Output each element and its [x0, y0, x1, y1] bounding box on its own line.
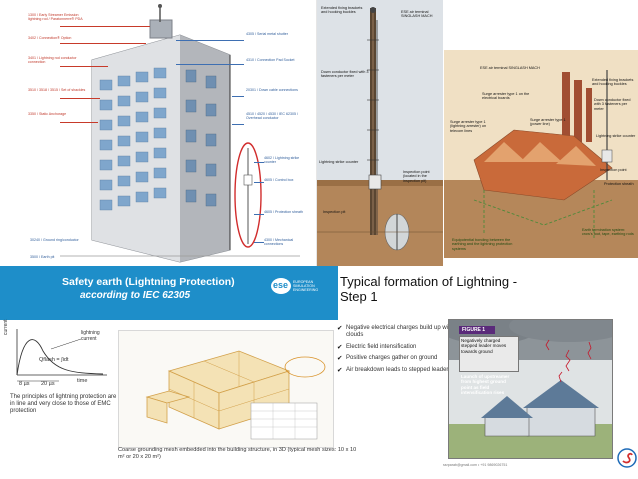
- check-icon: ✔: [337, 355, 343, 363]
- brand-logo-letter: S: [624, 452, 631, 464]
- factory-label-inspection: Inspection point: [600, 168, 627, 172]
- mast-label-inspection-point: Inspection point (located in the inspect…: [403, 170, 430, 183]
- leader-line: [60, 43, 146, 44]
- curve-y-axis-label: current: [3, 319, 9, 335]
- brand-logo: S: [617, 448, 637, 468]
- callout-blue-6: 4605 / Control box: [264, 178, 294, 182]
- factory-protection-panel: ESE air terminal SINGLASH MACH Extended …: [444, 50, 638, 258]
- leader-line: [60, 66, 108, 67]
- bullet-item: ✔Negative electrical charges build up wi…: [337, 325, 462, 340]
- mast-installation-panel: Extended fixing brackets and hooking buc…: [317, 0, 443, 266]
- mast-label-counter: Lightning strike counter: [319, 160, 359, 164]
- callout-blue-8: 4300 / Mechanical connections: [264, 238, 294, 247]
- check-icon: ✔: [337, 325, 343, 332]
- figure-label-badge: [459, 326, 495, 334]
- grounding-mesh-diagram: [118, 330, 334, 448]
- factory-label-surge-power: Surge arrester type 1 (power line): [530, 118, 566, 127]
- curve-charge-label: Qflash = ∫idt: [39, 357, 69, 363]
- building-protection-panel: 1300 / Early Streamer Emission lightning…: [0, 0, 317, 266]
- bullet-text: Air breakdown leads to stepped leader: [346, 366, 449, 373]
- formation-bullet-list: ✔Negative electrical charges build up wi…: [337, 325, 462, 378]
- step-title: Typical formation of Lightning - Step 1: [340, 274, 518, 304]
- header-subtitle: according to IEC 62305: [80, 290, 191, 301]
- bullet-text: Negative electrical charges build up wit…: [346, 325, 458, 339]
- leader-callout-box: [459, 336, 519, 372]
- leader-line: [60, 98, 100, 99]
- leader-line: [232, 96, 244, 97]
- leader-line: [176, 64, 244, 65]
- callout-red-1: 1300 / Early Streamer Emission lightning…: [28, 13, 83, 22]
- bullet-text: Electric field intensification: [346, 343, 417, 350]
- callout-bottom-1: 30240 / Ground ring/conductor: [30, 238, 79, 242]
- header-title: Safety earth (Lightning Protection): [62, 276, 235, 288]
- curve-x-axis-label: time: [77, 378, 88, 384]
- factory-label-surge-boards: Surge arrester type 1 on the electrical …: [482, 92, 530, 101]
- callout-blue-2: 4310 / Connection Pad Socket: [246, 58, 295, 62]
- callout-blue-1: 4305 / Serial metal shutter: [246, 32, 288, 36]
- check-icon: ✔: [337, 366, 343, 374]
- mast-label-brackets: Extended fixing brackets and hooking buc…: [321, 6, 363, 15]
- factory-label-earth: Earth termination system: crow's foot, t…: [582, 228, 634, 237]
- callout-blue-7: 4605 / Protection sheath: [264, 210, 303, 214]
- mast-label-inspection-pit: Inspection pit: [323, 210, 346, 214]
- factory-label-counter: Lightning strike counter: [596, 134, 636, 138]
- factory-label-down-conductor: Down conductor fixed with 3 fasteners pe…: [594, 98, 631, 111]
- callout-blue-3: 20301 / Down cable connections: [246, 88, 298, 92]
- mast-label-air-terminal: ESE air terminal SINGLASH MACH: [401, 10, 433, 19]
- leader-line: [254, 162, 264, 163]
- contact-email: ssrparab@gmail.com • +91 9869026751: [443, 463, 508, 467]
- mast-label-down-conductor: Down conductor fixed with 3 fasteners pe…: [321, 70, 369, 79]
- factory-label-air-terminal: ESE air terminal SINGLASH MACH: [480, 66, 540, 70]
- curve-t2-label: 20 µs: [41, 381, 55, 387]
- bullet-text: Positive charges gather on ground: [346, 355, 438, 362]
- brand-logo-icon: [617, 448, 637, 468]
- current-curve: [16, 329, 107, 382]
- lightning-current-sketch: current lightning current Qflash = ∫idt …: [3, 319, 115, 405]
- callout-red-4: 3510 / 3518 / 3515 / Set of shackles: [28, 88, 86, 92]
- leader-line: [254, 214, 264, 215]
- bullet-item: ✔Electric field intensification: [337, 344, 462, 351]
- mast-illustration: [317, 0, 443, 266]
- upstreamer-callout-text: Launch of upstreamer from highest ground…: [461, 374, 510, 395]
- figure-label: FIGURE 1: [462, 327, 486, 333]
- leader-line: [60, 122, 98, 123]
- callout-blue-5: 4602 / Lightning strike counter: [264, 156, 300, 165]
- bullet-item: ✔Air breakdown leads to stepped leader: [337, 367, 462, 374]
- curve-peak-label: lightning current: [81, 330, 100, 342]
- factory-label-sheath: Protection sheath: [604, 182, 634, 186]
- callout-red-3: 3401 / Lightning rod conductor connectio…: [28, 56, 77, 65]
- ese-logo: ese EUROPEAN SIMULATION ENGINEERING: [270, 274, 320, 298]
- grounding-caption: Coarse grounding mesh embedded into the …: [118, 447, 357, 460]
- curve-t1-label: 8 µs: [19, 381, 30, 387]
- factory-label-surge-telecom: Surge arrester type 1 (lightning arreste…: [450, 120, 487, 133]
- callout-bottom-2: 3500 / Earth pit: [30, 255, 55, 259]
- check-icon: ✔: [337, 343, 343, 351]
- stepped-leader-illustration: FIGURE 1 Negatively charged stepped lead…: [448, 319, 613, 459]
- leader-line: [254, 182, 264, 183]
- callout-red-5: 3350 / Static Anchorage: [28, 112, 67, 116]
- factory-label-brackets: Extended fixing brackets and hooking buc…: [592, 78, 634, 87]
- leader-line: [232, 124, 244, 125]
- bullet-item: ✔Positive charges gather on ground: [337, 355, 462, 362]
- grounding-mesh-figure: [145, 350, 326, 440]
- callout-blue-4: 4510 / 4520 / 4530 / IEC 62305 / Overhea…: [246, 112, 298, 121]
- curve-description: The principles of lightning protection a…: [10, 394, 117, 414]
- ese-logo-subtext: EUROPEAN SIMULATION ENGINEERING: [293, 280, 319, 293]
- leader-line: [254, 242, 264, 243]
- leader-callout-text: Negatively charged stepped leader moves …: [461, 338, 507, 354]
- leader-line: [176, 40, 244, 41]
- callout-red-2: 3402 / Connection® Option: [28, 36, 72, 40]
- ese-logo-text: ese: [273, 280, 289, 290]
- factory-illustration: [444, 50, 638, 258]
- factory-label-bonding: Equipotential bonding between the earthi…: [452, 238, 513, 251]
- leader-line: [60, 26, 150, 27]
- ese-logo-mark: [271, 278, 291, 294]
- building-illustration: [60, 4, 300, 263]
